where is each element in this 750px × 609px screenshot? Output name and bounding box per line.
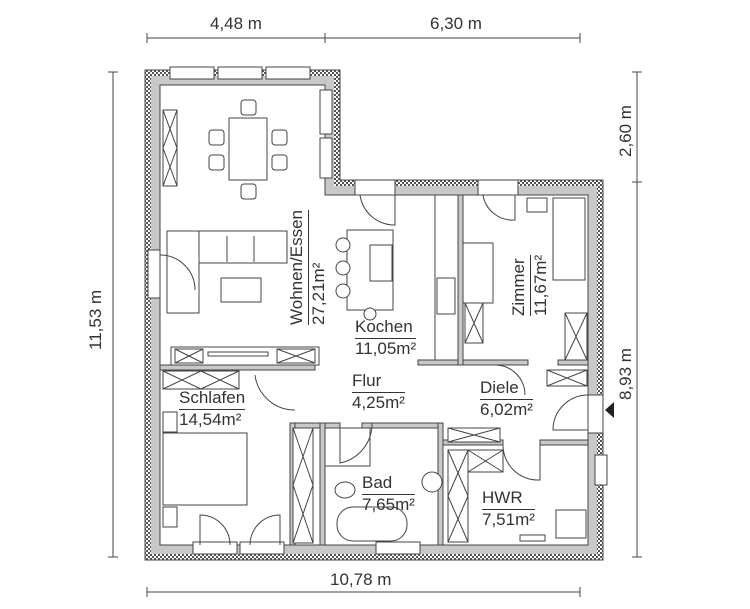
room-name: Schlafen	[179, 388, 246, 410]
room-label-diele: Diele 6,02m²	[480, 378, 533, 420]
dim-top-right: 6,30 m	[430, 14, 482, 33]
room-area: 6,02m²	[480, 400, 533, 419]
room-area: 7,51m²	[482, 510, 535, 529]
dim-bottom: 10,78 m	[330, 570, 392, 589]
dim-left: 11,53 m	[86, 289, 105, 350]
room-name: Bad	[362, 473, 415, 495]
room-label-zimmer: Zimmer 11,67m²	[509, 254, 551, 316]
room-area: 4,25m²	[352, 393, 405, 412]
dimension-lines	[108, 33, 642, 597]
room-label-bad: Bad 7,65m²	[362, 473, 415, 515]
room-area: 27,21m²	[309, 262, 328, 325]
room-name: Wohnen/Essen	[287, 210, 309, 325]
door-openings	[354, 179, 604, 434]
room-area: 11,67m²	[531, 254, 550, 316]
entrance-arrow-icon	[605, 402, 614, 418]
dim-right-top: 2,60 m	[616, 105, 635, 157]
room-area: 7,65m²	[362, 495, 415, 514]
room-label-hwr: HWR 7,51m²	[482, 488, 535, 530]
dim-top-left: 4,48 m	[210, 14, 262, 33]
room-label-schlafen: Schlafen 14,54m²	[179, 388, 246, 430]
room-name: Diele	[480, 378, 533, 400]
room-label-kochen: Kochen 11,05m²	[355, 317, 417, 359]
furniture	[162, 99, 588, 544]
windows	[147, 66, 608, 555]
room-name: Flur	[352, 371, 405, 393]
dim-right-bottom: 8,93 m	[616, 348, 635, 400]
room-area: 14,54m²	[179, 410, 242, 429]
room-label-flur: Flur 4,25m²	[352, 371, 405, 413]
door-swings	[159, 194, 589, 546]
room-name: Kochen	[355, 317, 417, 339]
room-name: HWR	[482, 488, 535, 510]
room-name: Zimmer	[509, 254, 531, 316]
room-label-wohnen: Wohnen/Essen 27,21m²	[287, 210, 329, 325]
room-area: 11,05m²	[355, 339, 417, 358]
